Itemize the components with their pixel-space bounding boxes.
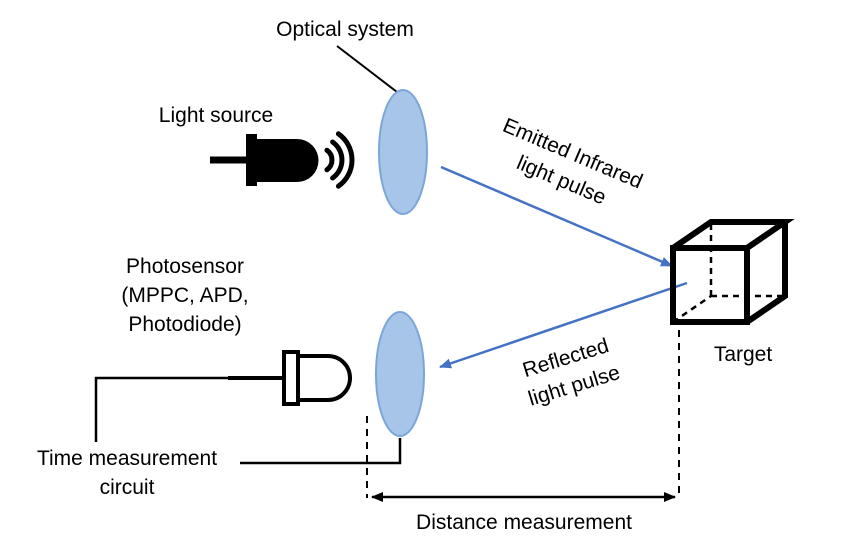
light-source-label: Light source xyxy=(158,104,274,127)
receiver-lens xyxy=(375,311,425,437)
target-label: Target xyxy=(713,343,773,366)
distance-label: Distance measurement xyxy=(416,511,632,534)
emission-arc-large xyxy=(335,131,355,189)
optical-system-label: Optical system xyxy=(276,18,414,41)
optical-system-leader-line xyxy=(336,45,398,93)
emission-arc-medium xyxy=(330,139,345,181)
emission-arc-small xyxy=(324,147,335,173)
circuit-connector-lens xyxy=(240,438,402,465)
led-light-source-icon xyxy=(210,131,355,189)
emitted-pulse-arrow xyxy=(440,165,673,268)
photosensor-icon xyxy=(228,350,352,406)
photosensor-flange xyxy=(282,350,300,406)
photosensor-label: Photosensor (MPPC, APD, Photodiode) xyxy=(121,255,249,336)
circuit-connector-left xyxy=(94,376,237,442)
light-emission-arcs-icon xyxy=(324,131,355,189)
led-flange xyxy=(246,134,257,186)
cube-depth-edges xyxy=(671,219,795,325)
emitter-lens xyxy=(378,89,428,215)
photosensor-body xyxy=(296,354,352,402)
time-circuit-label: Time measurement circuit xyxy=(36,447,218,499)
led-body xyxy=(257,139,319,182)
target-cube-solid-edges xyxy=(670,219,795,325)
reflected-pulse-arrow xyxy=(439,281,688,369)
cube-hidden-edge-lines xyxy=(672,222,785,324)
target-cube-hidden-edges xyxy=(672,222,785,324)
target-cube-icon xyxy=(670,219,795,325)
